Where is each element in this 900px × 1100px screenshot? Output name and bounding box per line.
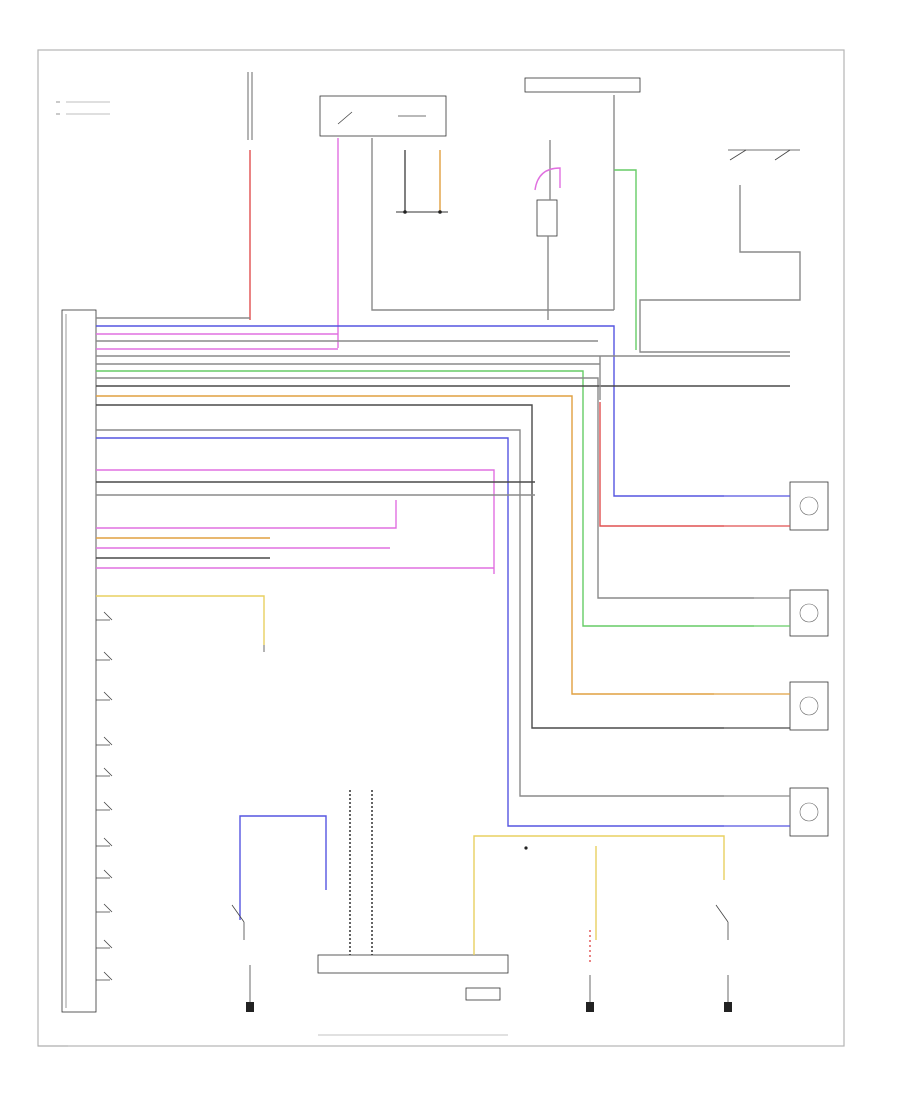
wire-pink-d <box>534 167 561 191</box>
bus-14-blue <box>96 437 724 827</box>
bus-red-long <box>599 402 724 527</box>
ground-symbol-icon <box>246 965 732 1012</box>
diagram-frame <box>37 49 845 1047</box>
instrument-cluster <box>317 954 509 1036</box>
bus-2-blue <box>96 325 724 497</box>
wire-green-d <box>614 169 637 350</box>
wire-gray-top <box>371 138 614 311</box>
fuse-top-left <box>247 72 253 140</box>
wire-gray-topright <box>639 185 801 353</box>
bus-12-dark <box>96 404 724 729</box>
wire-blue-bottom <box>239 815 327 920</box>
bus-9-gray <box>96 377 754 599</box>
switch-assembly <box>319 95 447 137</box>
bus-15-pink <box>96 469 495 574</box>
bus-13-gray <box>96 429 724 797</box>
bus-pink-lower-1 <box>96 500 397 529</box>
connector-arrows-right <box>714 495 790 827</box>
module-internal-switches <box>96 611 113 981</box>
control-module <box>61 309 97 1013</box>
bus-11-orange <box>96 395 714 695</box>
bottom-switches <box>231 904 729 940</box>
splice-dots <box>403 210 528 850</box>
bus-yellow-lower <box>96 595 265 645</box>
legend <box>56 101 110 115</box>
switch-top-right <box>728 149 800 161</box>
right-sensor-blocks <box>789 481 829 837</box>
wire-yellow-bottom <box>473 835 725 955</box>
bus-8-green <box>96 370 754 627</box>
relay-top-center <box>524 77 641 237</box>
